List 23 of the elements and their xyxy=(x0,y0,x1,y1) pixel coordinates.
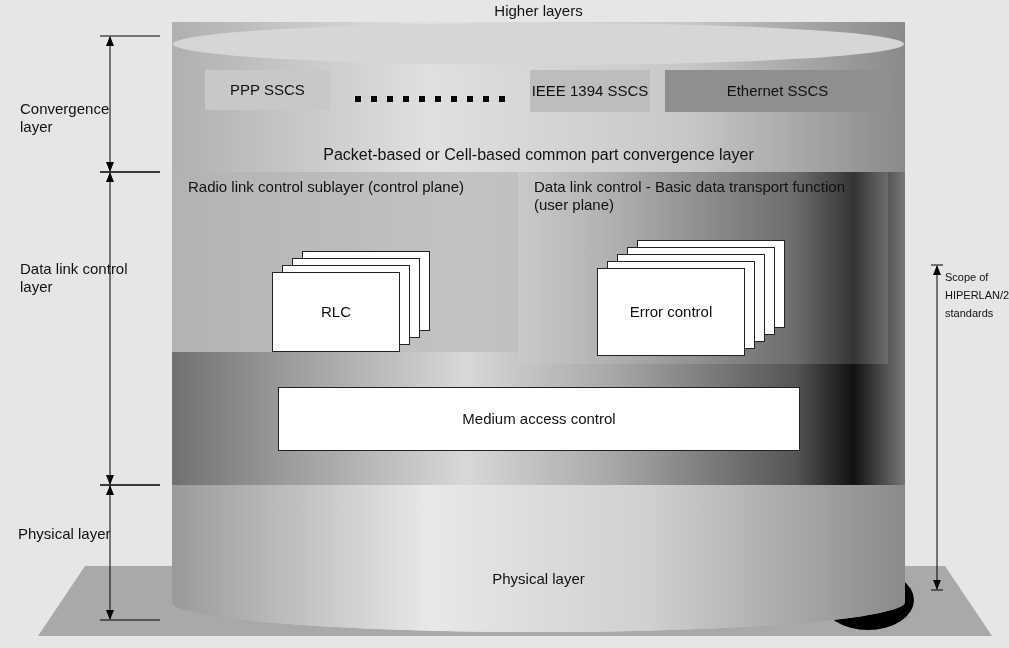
protocol-box xyxy=(205,70,330,110)
function-box xyxy=(278,387,800,451)
layer-heading: Higher layers xyxy=(493,2,584,20)
box-label: PPP SSCS xyxy=(230,81,305,99)
layer-title: Physical layer xyxy=(492,570,585,587)
layer-title: Packet-based or Cell-based common part convergence layer xyxy=(322,146,755,164)
function-box xyxy=(272,272,400,352)
layer-title: Radio link control sublayer (control plane) xyxy=(188,178,465,196)
protocol-box xyxy=(530,70,650,112)
box-label: Error control xyxy=(629,303,713,321)
layer-band xyxy=(172,172,905,485)
dimension-label: Data link control layer xyxy=(20,260,129,296)
dimension-label: Scope of HIPERLAN/2 standards xyxy=(945,270,1009,321)
box-label: RLC xyxy=(321,303,351,321)
dimension-label: Convergence layer xyxy=(20,100,111,136)
box-label: Medium access control xyxy=(462,410,616,428)
layer-band xyxy=(172,22,905,172)
dimension-label: Physical layer xyxy=(18,525,112,543)
function-box xyxy=(597,268,745,356)
box-label: Ethernet SSCS xyxy=(726,82,829,100)
sublayer-panel xyxy=(172,172,518,352)
box-label: IEEE 1394 SSCS xyxy=(531,82,649,100)
layer-title: Data link control - Basic data transport function (user plane) xyxy=(534,178,846,214)
